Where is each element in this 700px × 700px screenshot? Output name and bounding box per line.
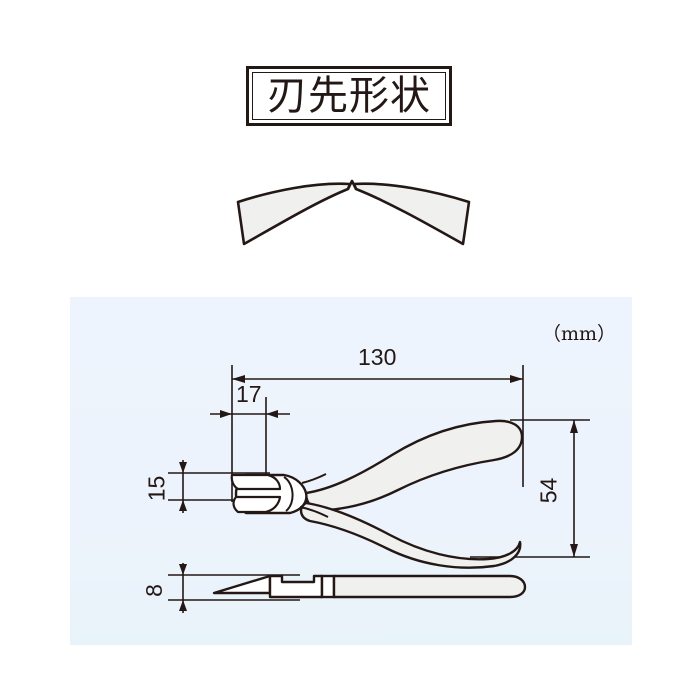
edge-view-blade-tip bbox=[212, 574, 272, 595]
jaw-upper-blade bbox=[230, 473, 282, 491]
arrowhead-jaw-height-bottom bbox=[179, 500, 187, 511]
edge-view-ferrule bbox=[320, 574, 336, 599]
arrowhead-jaw-width-right bbox=[266, 410, 278, 418]
title-plate: 刃先形状 bbox=[246, 66, 452, 126]
dimension-label-jaw-height: 15 bbox=[143, 475, 170, 502]
arrowhead-thickness-top bbox=[179, 564, 187, 575]
lower-handle bbox=[299, 501, 522, 569]
arrowhead-jaw-width-left bbox=[220, 410, 232, 418]
upper-handle bbox=[304, 419, 524, 512]
upper-neck-line bbox=[301, 473, 327, 484]
jaw-lower-blade bbox=[232, 495, 282, 514]
arrowhead-height-top bbox=[570, 420, 578, 433]
pliers-edge-view bbox=[212, 574, 527, 599]
arrowhead-height-bottom bbox=[570, 544, 578, 557]
lower-neck-line bbox=[299, 506, 329, 518]
blade-tip-shape-figure bbox=[220, 160, 490, 260]
pivot-seam bbox=[283, 476, 294, 512]
blade-left-wing bbox=[236, 182, 352, 246]
title-plate-label: 刃先形状 bbox=[267, 73, 431, 119]
pliers-main-view bbox=[230, 419, 524, 569]
specification-panel: （mm） bbox=[70, 297, 632, 645]
dimension-label-overall-length: 130 bbox=[358, 344, 397, 370]
blade-tip-shape-svg bbox=[236, 179, 471, 246]
arrowhead-length-right bbox=[510, 375, 523, 383]
arrowhead-thickness-bottom bbox=[179, 600, 187, 611]
unit-label: （mm） bbox=[541, 323, 616, 345]
dimension-label-jaw-length: 17 bbox=[236, 381, 262, 407]
arrowhead-jaw-height-top bbox=[179, 462, 187, 473]
blade-right-wing bbox=[352, 182, 471, 246]
edge-view-handle bbox=[332, 574, 527, 599]
pliers-dimension-drawing bbox=[168, 365, 590, 613]
dimension-label-thickness: 8 bbox=[140, 584, 167, 597]
dimension-label-overall-height: 54 bbox=[535, 477, 562, 504]
arrowhead-length-left bbox=[232, 375, 245, 383]
edge-view-step-shoulder bbox=[268, 574, 324, 599]
blade-center-notch bbox=[346, 179, 358, 190]
